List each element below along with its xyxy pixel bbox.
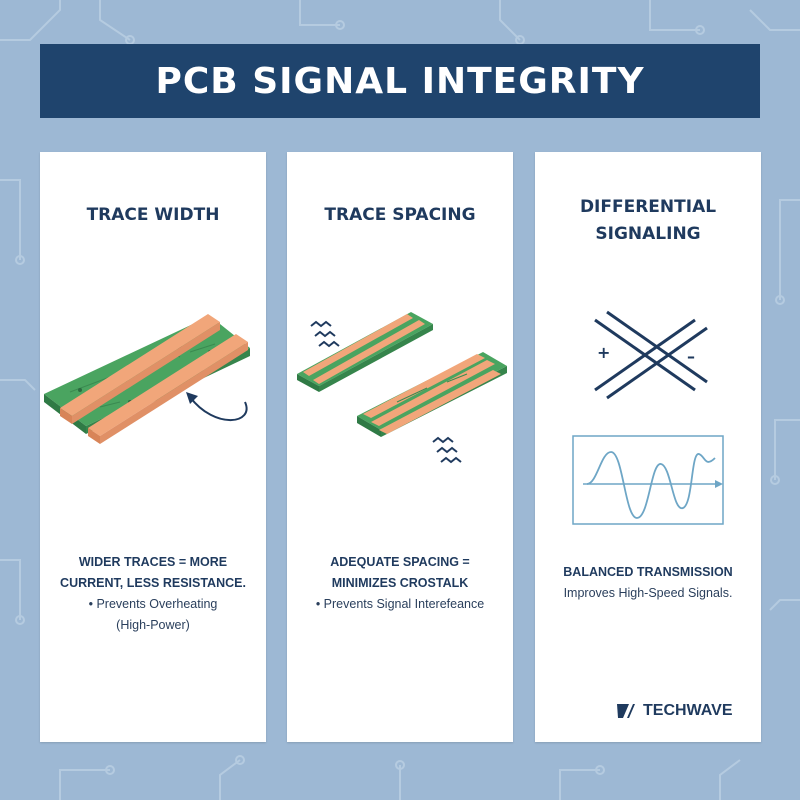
panel-heading: TRACE WIDTH xyxy=(86,205,220,225)
panel-differential-signaling: DIFFERENTIAL SIGNALING + – BALANCED TRAN… xyxy=(535,152,761,742)
techwave-logo-icon xyxy=(617,704,635,718)
panel-heading: TRACE SPACING xyxy=(324,205,476,225)
panel-trace-width: TRACE WIDTH WIDER TRACES = MORE CURRENT,… xyxy=(40,152,266,742)
differential-pair-illustration: + – xyxy=(572,310,724,525)
panel-trace-spacing: TRACE SPACING ADEQUATE SPACING xyxy=(287,152,513,742)
pcb-trace-width-illustration xyxy=(44,314,250,444)
waveform-icon xyxy=(586,451,716,519)
crosstalk-wave-icon xyxy=(432,436,462,464)
twisted-pair-icon xyxy=(594,310,708,400)
panel-heading: DIFFERENTIAL SIGNALING xyxy=(579,197,717,244)
brand-logo: TECHWAVE xyxy=(615,700,732,722)
waveform-frame xyxy=(572,435,724,525)
crosstalk-wave-icon xyxy=(310,320,340,348)
title-bar: PCB SIGNAL INTEGRITY xyxy=(40,44,760,118)
minus-symbol: – xyxy=(687,347,695,366)
brand-name: TECHWAVE xyxy=(643,702,733,719)
plus-symbol: + xyxy=(597,343,610,362)
pcb-trace-spacing-illustration xyxy=(297,312,507,464)
page-title: PCB SIGNAL INTEGRITY xyxy=(155,60,645,102)
panel-description: ADEQUATE SPACING = MINIMIZES CROSTALK • … xyxy=(315,555,485,611)
panel-description: WIDER TRACES = MORE CURRENT, LESS RESIST… xyxy=(60,555,246,632)
panel-description: BALANCED TRANSMISSION Improves High-Spee… xyxy=(563,565,733,600)
